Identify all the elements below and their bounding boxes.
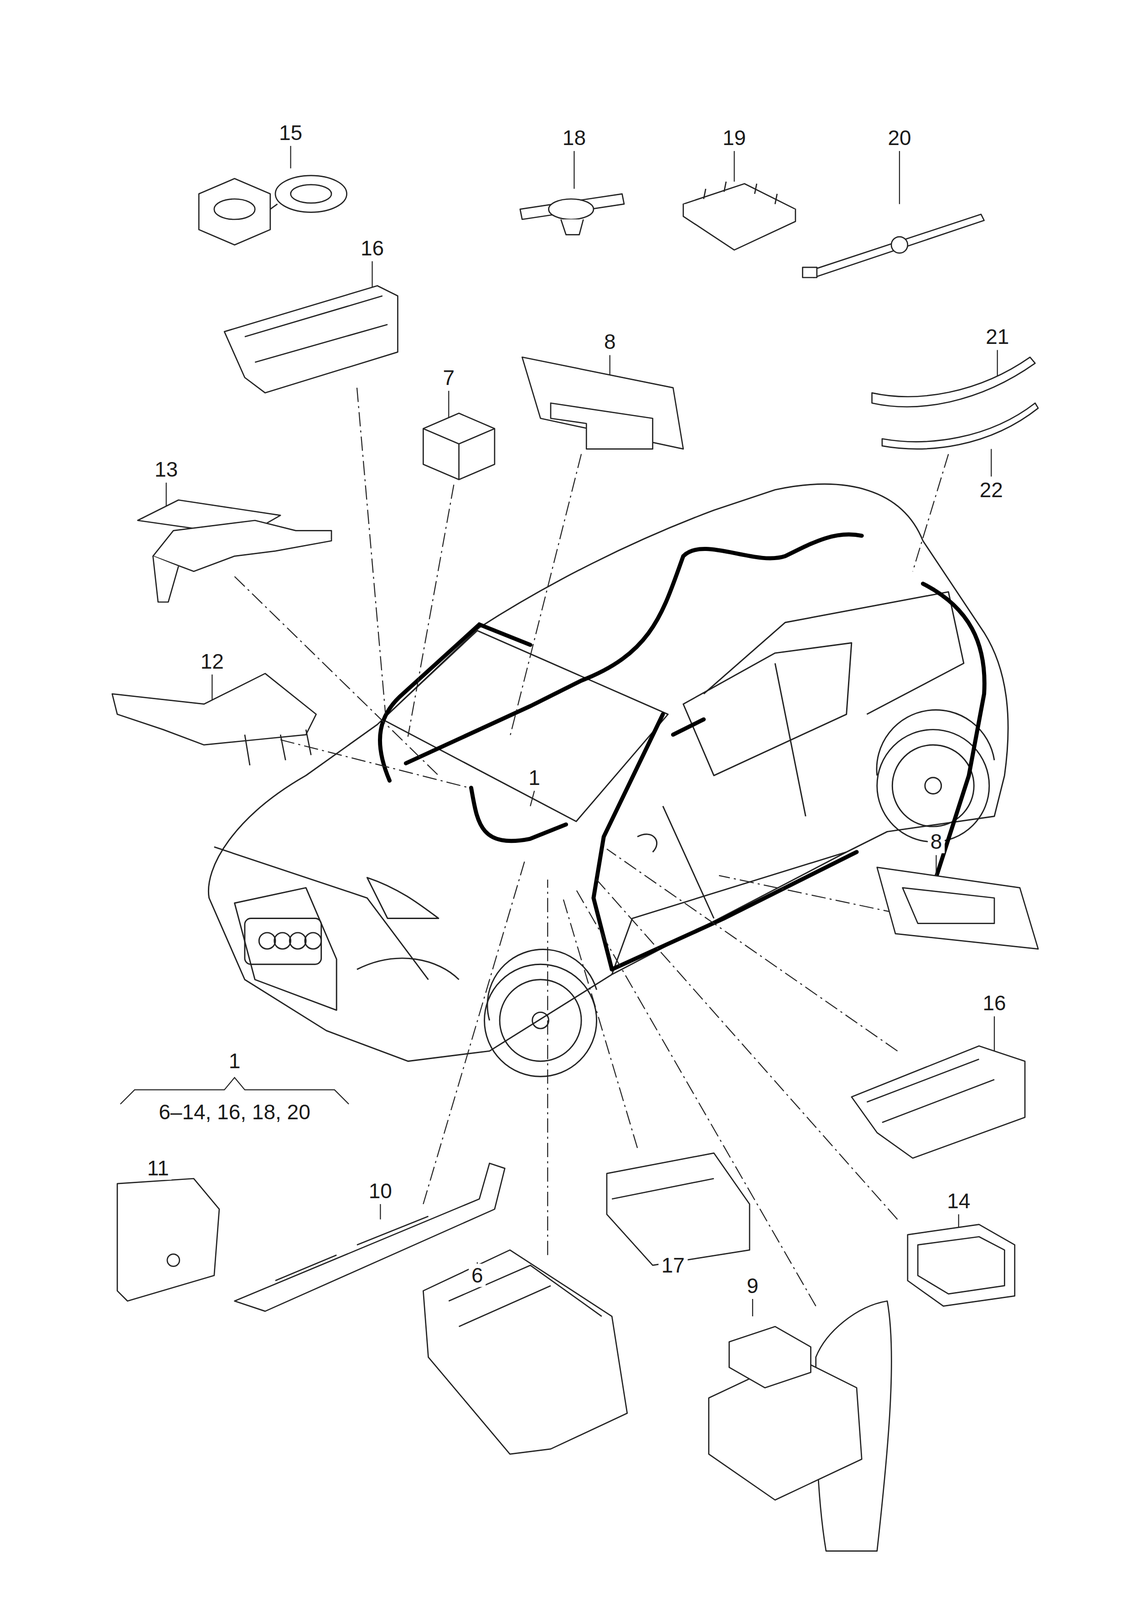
callout-number: 11 [144,1156,172,1180]
callout-number: 16 [979,991,1009,1015]
callout-number: 8 [601,330,619,354]
callout-number: 12 [197,649,227,673]
callout-number: 21 [982,325,1012,349]
callout-number: 17 [658,1253,688,1277]
callout-number: 22 [976,477,1006,502]
callout-number: 8 [927,829,946,853]
callout-number: 13 [151,457,181,481]
callout-number: 10 [366,1178,395,1202]
callout-number: 18 [559,126,589,150]
callout-number: 9 [744,1273,762,1297]
callout-number: 14 [944,1188,973,1213]
callout-number: 6 [468,1263,486,1287]
callout-number: 1 [525,765,543,789]
callout-number: 15 [276,121,305,145]
callout-number: 16 [357,236,387,260]
parts [112,175,1039,1551]
car-body [208,483,1008,1076]
callout-number: 19 [719,126,749,150]
callout-number: 7 [439,365,458,389]
callout-number: 1 [226,1049,244,1073]
leader-lines [234,387,949,1306]
callout-number: 20 [884,126,914,150]
callout-note: 6–14, 16, 18, 20 [155,1100,314,1124]
